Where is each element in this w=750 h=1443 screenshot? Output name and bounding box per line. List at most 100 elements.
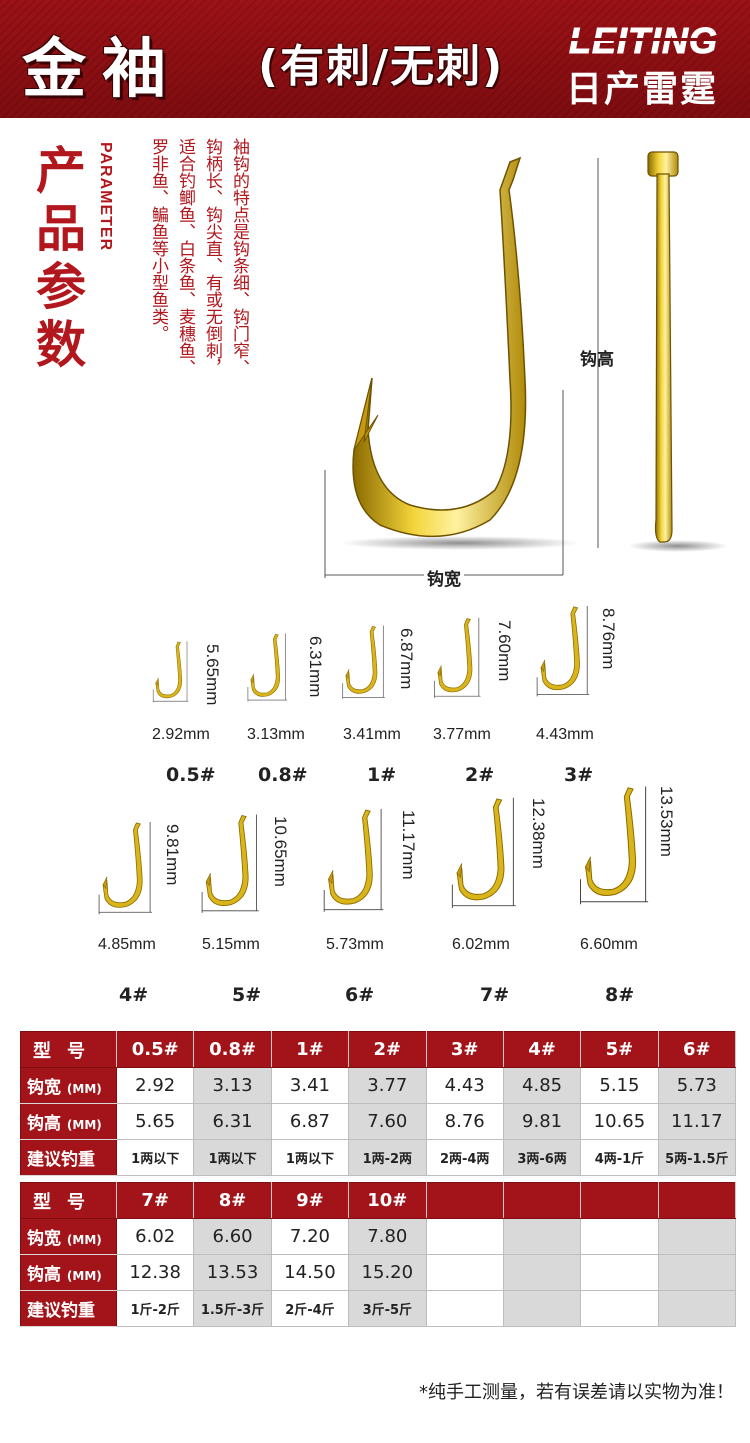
table-row-weight: 建议钓重 1斤-2斤 1.5斤-3斤 2斤-4斤 3斤-5斤	[20, 1290, 737, 1327]
weight-cell	[580, 1290, 659, 1327]
row-label-model: 型号	[20, 1031, 117, 1068]
weight-cell: 5两-1.5斤	[657, 1139, 737, 1176]
model-cell	[502, 1182, 582, 1219]
product-subtitle: (有刺/无刺)	[258, 41, 505, 92]
description-line: 袖钩的特点是钩条细、钩门窄、	[229, 138, 249, 376]
hook-width-value: 5.73mm	[326, 936, 384, 953]
height-cell	[657, 1254, 737, 1291]
main-hook-illustration	[324, 151, 728, 578]
table-header-row: 型号 0.5# 0.8# 1# 2# 3# 4# 5# 6#	[20, 1031, 737, 1068]
hook-size-icon	[342, 625, 385, 699]
description-line: 罗非鱼、鳊鱼等小型鱼类。	[148, 138, 168, 342]
height-cell	[425, 1254, 504, 1291]
row-label-text: 钩宽	[27, 1078, 61, 1098]
table-row-width: 钩宽 (MM) 2.92 3.13 3.41 3.77 4.43 4.85 5.…	[20, 1067, 737, 1104]
hook-size-icon	[434, 617, 481, 698]
width-cell: 2.92	[115, 1067, 195, 1104]
hook-height-value: 10.65mm	[271, 816, 290, 887]
model-cell	[657, 1182, 737, 1219]
height-cell: 10.65	[580, 1103, 659, 1140]
table-row-weight: 建议钓重 1两以下 1两以下 1两以下 1两-2两 2两-4两 3两-6两 4两…	[20, 1139, 737, 1176]
hook-size-label: 8#	[605, 984, 635, 1006]
hook-width-value: 3.13mm	[247, 726, 305, 743]
row-label-text: 钩高	[27, 1265, 61, 1285]
hook-height-value: 9.81mm	[163, 824, 182, 886]
model-cell: 9#	[270, 1182, 350, 1219]
model-cell: 4#	[502, 1031, 582, 1068]
hook-size-icon	[247, 633, 288, 702]
weight-cell	[657, 1290, 737, 1327]
height-cell: 14.50	[270, 1254, 350, 1291]
parameter-title-char: 数	[36, 316, 86, 374]
width-cell: 4.85	[502, 1067, 582, 1104]
hook-size-label: 1#	[367, 764, 397, 786]
weight-cell: 1斤-2斤	[115, 1290, 195, 1327]
model-cell: 0.8#	[193, 1031, 272, 1068]
weight-cell: 1.5斤-3斤	[193, 1290, 272, 1327]
model-cell: 8#	[193, 1182, 272, 1219]
hook-width-label: 钩宽	[424, 565, 464, 590]
weight-cell: 2斤-4斤	[270, 1290, 350, 1327]
width-cell: 5.15	[580, 1067, 659, 1104]
hook-barb-icon	[353, 377, 379, 451]
hook-width-value: 3.41mm	[343, 726, 401, 743]
hook-size-icon	[580, 786, 649, 905]
row-label-weight: 建议钓重	[20, 1139, 117, 1176]
weight-cell: 1两以下	[270, 1139, 350, 1176]
hook-height-value: 13.53mm	[657, 786, 676, 857]
height-cell: 6.31	[193, 1103, 272, 1140]
weight-cell	[425, 1290, 504, 1327]
row-label-height: 钩高 (MM)	[20, 1254, 117, 1291]
hook-size-label: 4#	[119, 984, 149, 1006]
hook-size-label: 3#	[564, 764, 594, 786]
height-cell: 15.20	[348, 1254, 427, 1291]
row-label-text: 钩宽	[27, 1229, 61, 1249]
width-cell: 7.80	[348, 1218, 427, 1255]
weight-cell: 2两-4两	[425, 1139, 504, 1176]
height-cell: 11.17	[657, 1103, 737, 1140]
height-cell: 5.65	[115, 1103, 195, 1140]
table-row-height: 钩高 (MM) 5.65 6.31 6.87 7.60 8.76 9.81 10…	[20, 1103, 737, 1140]
row-label-model: 型号	[20, 1182, 117, 1219]
height-cell: 7.60	[348, 1103, 427, 1140]
hook-size-label: 7#	[480, 984, 510, 1006]
model-cell: 5#	[580, 1031, 659, 1068]
model-cell	[425, 1182, 504, 1219]
model-cell: 1#	[270, 1031, 350, 1068]
row-label-width: 钩宽 (MM)	[20, 1218, 117, 1255]
hook-height-label: 钩高	[580, 350, 614, 370]
brand-logo-cn: 日产雷霆	[565, 69, 718, 110]
hook-size-label: 2#	[465, 764, 495, 786]
width-cell	[502, 1218, 582, 1255]
parameter-title: 产 品 参 数	[36, 142, 92, 374]
hook-height-value: 6.31mm	[306, 636, 325, 698]
weight-cell: 1两以下	[115, 1139, 195, 1176]
hook-size-label: 5#	[232, 984, 262, 1006]
width-cell: 5.73	[657, 1067, 737, 1104]
hook-size-label: 0.8#	[258, 764, 308, 786]
width-cell	[425, 1218, 504, 1255]
row-label-width: 钩宽 (MM)	[20, 1067, 117, 1104]
hook-height-value: 11.17mm	[399, 810, 418, 880]
row-label-weight: 建议钓重	[20, 1290, 117, 1327]
hook-size-icon	[451, 797, 516, 909]
hook-size-icon	[152, 641, 189, 703]
weight-cell: 3斤-5斤	[348, 1290, 427, 1327]
row-label-unit: (MM)	[66, 1233, 102, 1247]
hook-size-label: 6#	[345, 984, 375, 1006]
height-cell	[502, 1254, 582, 1291]
weight-cell: 3两-6两	[502, 1139, 582, 1176]
row-label-unit: (MM)	[66, 1118, 102, 1132]
model-cell: 6#	[657, 1031, 737, 1068]
table-row-height: 钩高 (MM) 12.38 13.53 14.50 15.20	[20, 1254, 737, 1291]
weight-cell: 1两-2两	[348, 1139, 427, 1176]
parameter-title-char: 产	[36, 142, 86, 200]
width-cell	[657, 1218, 737, 1255]
model-cell: 0.5#	[115, 1031, 195, 1068]
model-cell: 3#	[425, 1031, 504, 1068]
hook-size-icon	[323, 808, 384, 912]
table-row-width: 钩宽 (MM) 6.02 6.60 7.20 7.80	[20, 1218, 737, 1255]
hook-width-value: 4.85mm	[98, 936, 156, 953]
model-cell: 2#	[348, 1031, 427, 1068]
model-cell	[580, 1182, 659, 1219]
